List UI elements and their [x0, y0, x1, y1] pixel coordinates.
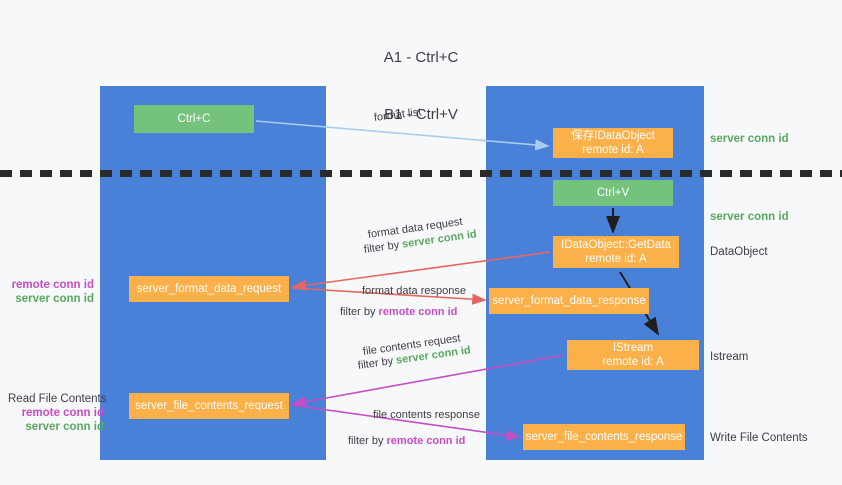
- label-server-conn-id-left-top: server conn id: [15, 293, 94, 305]
- label-dataobject: DataObject: [710, 246, 768, 258]
- label-server-conn-id-mid: server conn id: [710, 211, 789, 223]
- node-idataobject-getdata[interactable]: IDataObject::GetData remote id: A: [553, 236, 679, 268]
- label-remote-conn-id-top: remote conn id: [11, 279, 94, 291]
- title-line-1: A1 - Ctrl+C: [383, 49, 459, 66]
- label-server-conn-id-left-bottom: server conn id: [25, 421, 104, 433]
- label-group-left-top: remote conn id server conn id: [8, 278, 94, 306]
- node-server-file-contents-request[interactable]: server_file_contents_request: [129, 393, 289, 419]
- node-ctrl-v[interactable]: Ctrl+V: [553, 180, 673, 206]
- diagram-title: A1 - Ctrl+C B1 - Ctrl+V: [0, 10, 842, 162]
- edge-label-format-data-response-filter: filter by remote conn id: [340, 305, 457, 319]
- title-line-2: B1 - Ctrl+V: [384, 106, 458, 123]
- node-ctrl-c[interactable]: Ctrl+C: [134, 105, 254, 133]
- filter-by-text-1: filter by: [363, 238, 403, 256]
- node-server-format-data-response[interactable]: server_format_data_response: [489, 288, 649, 314]
- label-write-file-contents: Write File Contents: [710, 432, 808, 444]
- label-read-file-contents: Read File Contents: [8, 393, 107, 405]
- label-server-conn-id-top: server conn id: [710, 133, 789, 145]
- filter-by-text-3: filter by: [357, 354, 397, 372]
- edge-label-file-contents-response: file contents response: [373, 409, 481, 421]
- phase-divider: [0, 170, 842, 177]
- edge-label-file-contents-response-filter: filter by remote conn id: [348, 434, 465, 448]
- filter-by-text-4: filter by: [348, 435, 387, 447]
- filter-remote-conn-id-2: remote conn id: [386, 435, 466, 447]
- node-save-idataobject[interactable]: 保存IDataObject remote id: A: [553, 128, 673, 158]
- label-remote-conn-id-bottom: remote conn id: [21, 407, 104, 419]
- filter-by-text-2: filter by: [340, 306, 379, 318]
- node-server-file-contents-response[interactable]: server_file_contents_response: [523, 424, 685, 450]
- edge-label-format-data-response: format data response: [362, 285, 466, 297]
- filter-remote-conn-id-1: remote conn id: [378, 306, 458, 318]
- label-group-left-bottom: Read File Contents remote conn id server…: [8, 392, 107, 434]
- node-server-format-data-request[interactable]: server_format_data_request: [129, 276, 289, 302]
- label-istream: Istream: [710, 351, 749, 363]
- node-istream[interactable]: IStream remote id: A: [567, 340, 699, 370]
